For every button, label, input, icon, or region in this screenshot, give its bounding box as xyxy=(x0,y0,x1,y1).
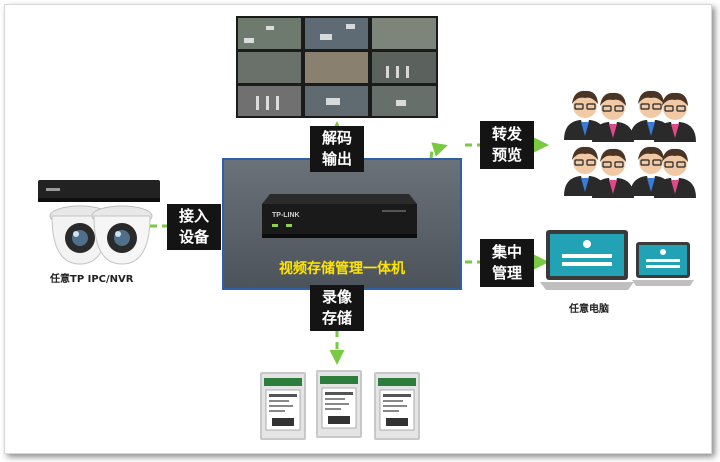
label-access: 接入 设备 xyxy=(167,204,221,250)
hard-drive-icon xyxy=(259,369,421,441)
dome-camera-icon xyxy=(38,180,160,265)
caption-computers: 任意电脑 xyxy=(569,304,609,315)
arrow-forward xyxy=(410,142,448,203)
label-decode: 解码 输出 xyxy=(310,126,364,172)
nvr-logo: TP-LINK xyxy=(272,212,300,219)
computer-icon xyxy=(540,230,694,290)
video-wall-icon xyxy=(236,16,438,118)
center-title: 视频存储管理一体机 xyxy=(279,261,405,277)
user-group-icon xyxy=(563,90,696,198)
label-manage: 集中 管理 xyxy=(480,239,534,287)
caption-cameras: 任意TP IPC/NVR xyxy=(50,274,134,285)
nvr-recorder-icon: TP-LINK xyxy=(262,194,417,238)
center-panel: 视频存储管理一体机 xyxy=(222,158,462,290)
label-forward: 转发 预览 xyxy=(480,121,534,169)
label-record: 录像 存储 xyxy=(310,285,364,331)
